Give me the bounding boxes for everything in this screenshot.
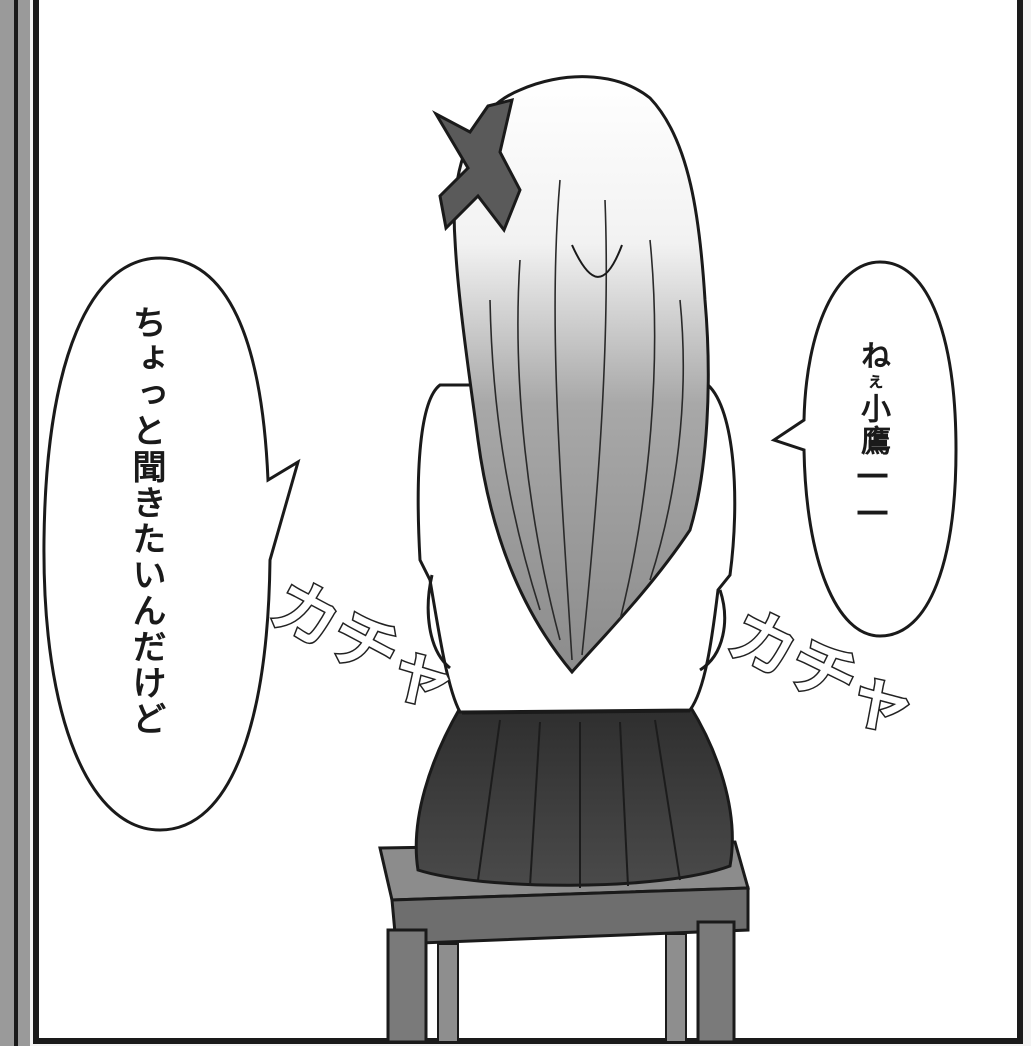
hair — [452, 75, 710, 675]
speech-bubble-right — [770, 260, 958, 638]
adjacent-panel-border — [14, 0, 18, 1046]
speech-bubble-left — [42, 256, 301, 832]
speech-right-small-kana: ぇ — [861, 372, 883, 393]
speech-right-main: ね — [855, 340, 890, 372]
speech-text-right: ねぇ小鷹―― — [850, 340, 894, 590]
speech-right-name: 小鷹 — [855, 393, 890, 457]
butterfly-hair-ornament — [431, 97, 522, 234]
speech-right-dash: ―― — [855, 457, 890, 531]
skirt — [414, 704, 734, 888]
speech-text-left: ちょっと聞きたいんだけど — [126, 305, 166, 737]
chair — [378, 840, 750, 1044]
